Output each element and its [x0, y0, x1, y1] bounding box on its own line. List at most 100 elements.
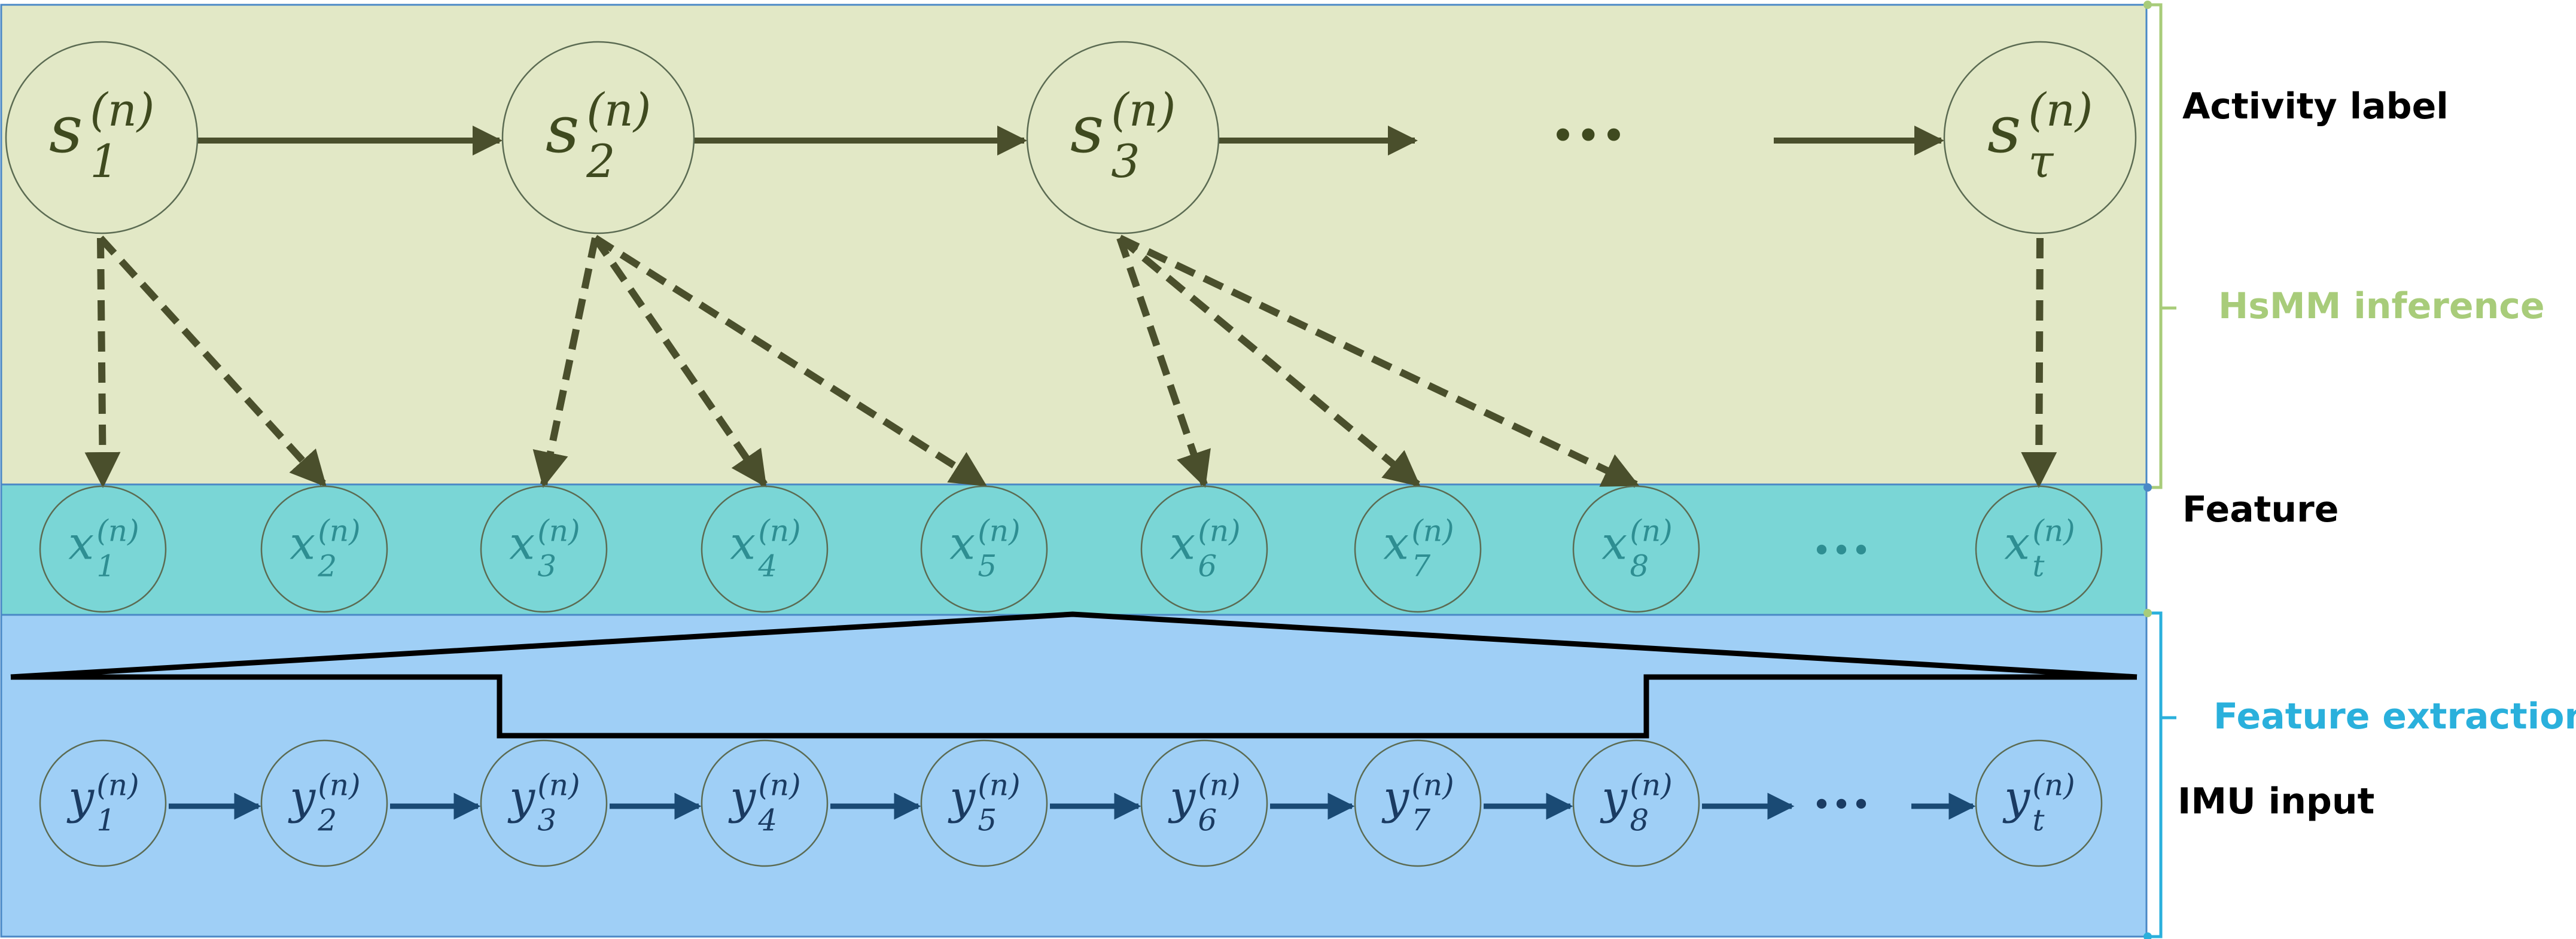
imu-node-circle: [920, 739, 1048, 867]
activity-node-circle: [501, 41, 695, 234]
activity-label-text: Activity label: [2182, 86, 2449, 127]
feature-node-superscript: (n): [758, 513, 800, 548]
activity-node-label: s: [1070, 91, 1104, 167]
feature-extraction-bracket: [2148, 611, 2176, 938]
feature-node-subscript: t: [2032, 549, 2045, 584]
right-brackets: [2143, 1, 2176, 939]
feature-node-subscript: 2: [317, 549, 337, 584]
activity-node-superscript: (n): [1111, 83, 1176, 136]
feature-node-circle: [260, 485, 388, 613]
imu-input-text: IMU input: [2178, 781, 2374, 822]
imu-node-subscript: 5: [978, 803, 997, 838]
feature-node-circle: [39, 485, 167, 613]
emission-arrow: [2021, 237, 2057, 488]
feature-node-superscript: (n): [2032, 513, 2075, 548]
imu-node-label: y: [2002, 771, 2030, 824]
feature-node-label: x: [2004, 517, 2030, 570]
imu-node-subscript: t: [2032, 803, 2045, 838]
feature-node-subscript: 3: [537, 549, 556, 584]
imu-node-superscript: (n): [758, 767, 800, 802]
feature-node-label: x: [1383, 517, 1409, 570]
imu-node-label: y: [1600, 771, 1628, 824]
activity-node-subscript: 1: [90, 135, 118, 188]
feature-node-label: x: [949, 517, 975, 570]
imu-node-superscript: (n): [1198, 767, 1240, 802]
imu-node-subscript: 2: [317, 803, 337, 838]
imu-node-superscript: (n): [2032, 767, 2075, 802]
ellipsis-layer: ••• ••• •••: [1550, 111, 1871, 825]
imu-node-subscript: 1: [96, 803, 115, 838]
imu-node-circle: [260, 739, 388, 867]
emission-arrow: [84, 237, 121, 488]
activity-node-label: s: [49, 91, 83, 167]
imu-node-superscript: (n): [1630, 767, 1672, 802]
feature-node-superscript: (n): [318, 513, 360, 548]
imu-ellipsis: •••: [1811, 786, 1871, 825]
activity-node-subscript: 2: [586, 135, 615, 188]
activity-node-superscript: (n): [2028, 83, 2093, 136]
feature-node-circle: [1572, 485, 1700, 613]
imu-node-label: y: [66, 771, 95, 824]
imu-node-label: y: [507, 771, 535, 824]
imu-node-label: y: [948, 771, 976, 824]
emission-arrow: [592, 236, 768, 487]
feature-node-circle: [920, 485, 1048, 613]
imu-node-superscript: (n): [1411, 767, 1454, 802]
fe-bracket-dot: [2143, 609, 2152, 617]
feature-node-label: x: [1170, 517, 1195, 570]
feature-node-superscript: (n): [1411, 513, 1454, 548]
activity-node-subscript: τ: [2028, 135, 2054, 188]
window-bracket: [11, 674, 2137, 739]
window-funnel: [10, 611, 2137, 680]
emission-arrow: [593, 234, 988, 488]
hsmm-bracket: [2148, 3, 2176, 489]
imu-node-label: y: [728, 771, 756, 824]
activity-node-circle: [1026, 41, 1220, 234]
activity-node-circle: [1943, 41, 2137, 234]
imu-node-label: y: [1168, 771, 1196, 824]
hsmm-inference-text: HsMM inference: [2218, 285, 2545, 327]
feature-node-circle: [480, 485, 608, 613]
hsmm-bracket-dot: [2143, 1, 2152, 9]
activity-ellipsis: •••: [1550, 111, 1626, 161]
feature-node-subscript: 7: [1411, 549, 1430, 584]
hsmm-bracket-dot-bottom: [2143, 483, 2152, 492]
imu-node-superscript: (n): [318, 767, 360, 802]
feature-node-subscript: 1: [96, 549, 115, 584]
imu-node-circle: [1140, 739, 1268, 867]
feature-node-subscript: 6: [1198, 549, 1217, 584]
imu-node-subscript: 7: [1411, 803, 1430, 838]
imu-node-superscript: (n): [978, 767, 1020, 802]
feature-node-subscript: 4: [757, 549, 777, 584]
feature-extraction-text: Feature extraction: [2213, 696, 2576, 737]
emission-arrow: [98, 235, 327, 487]
activity-node-superscript: (n): [586, 83, 651, 136]
activity-label-band: [0, 4, 2148, 486]
edges-layer: [84, 126, 2057, 820]
feature-node-superscript: (n): [96, 513, 139, 548]
imu-node-circle: [1354, 739, 1482, 867]
feature-node-circle: [1140, 485, 1268, 613]
feature-node-circle: [701, 485, 829, 613]
feature-ellipsis: •••: [1811, 532, 1871, 571]
emission-arrow: [532, 237, 599, 488]
feature-node-label: x: [730, 517, 756, 570]
